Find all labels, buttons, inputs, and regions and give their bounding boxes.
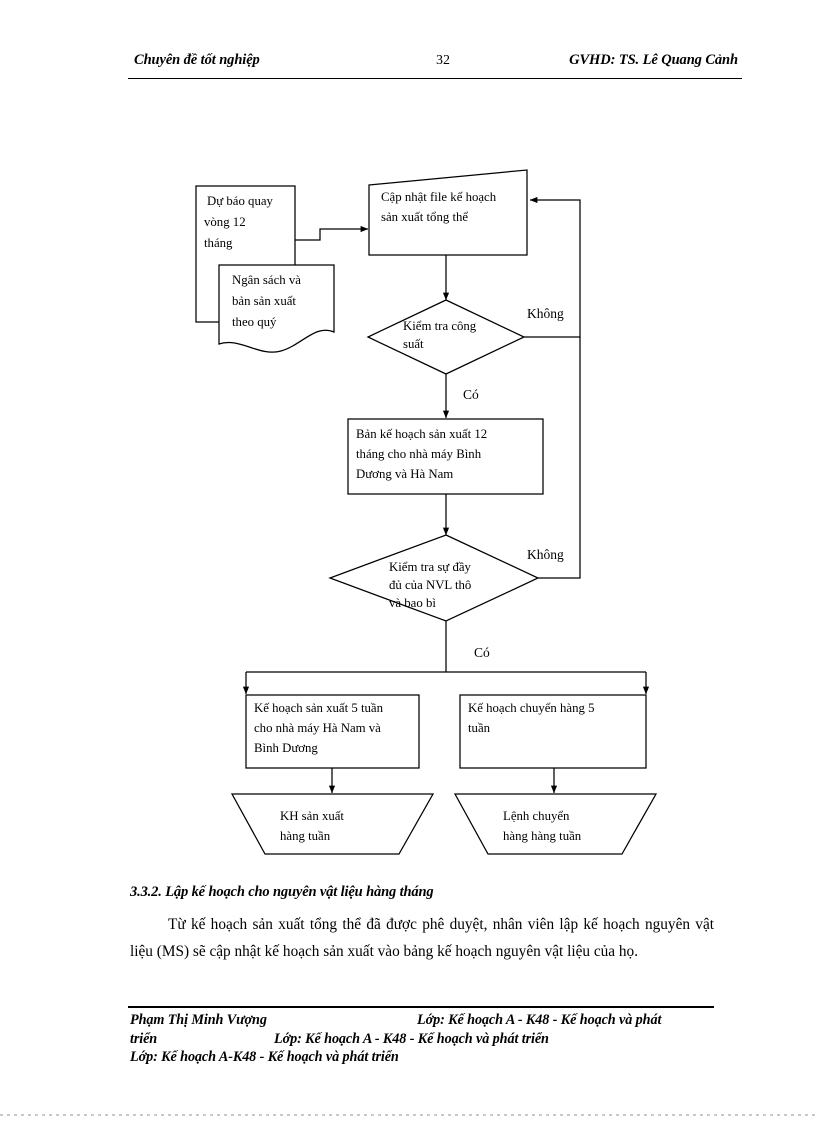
node-capacity-line-0: Kiểm tra công bbox=[403, 319, 477, 333]
node-budget-line-0: Ngân sách và bbox=[232, 273, 301, 287]
node-weekly-production-line-0: KH sản xuất bbox=[280, 809, 344, 823]
node-shipping-plan-shape bbox=[459, 694, 647, 769]
node-update-master-shape bbox=[368, 169, 528, 256]
node-forecast-shape bbox=[195, 185, 296, 323]
edge-forecast-to-update bbox=[295, 225, 369, 241]
header-right-title: GVHD: TS. Lê Quang Cảnh bbox=[569, 52, 738, 68]
header-left-title: Chuyên đề tốt nghiệp bbox=[134, 52, 260, 68]
page-header: Chuyên đề tốt nghiệp 32 GVHD: TS. Lê Qua… bbox=[128, 52, 742, 80]
footer-continuation: triển bbox=[130, 1030, 158, 1047]
edge-capacity-no-loop bbox=[524, 196, 581, 338]
node-plan12-line-0: Bản kế hoạch sản xuất 12 bbox=[356, 427, 487, 441]
node-plan5weeks-line-0: Kế hoạch sản xuất 5 tuần bbox=[254, 701, 384, 715]
node-shipping-plan-line-1: tuần bbox=[468, 721, 491, 735]
header-divider bbox=[128, 78, 742, 79]
node-capacity-line-1: suất bbox=[403, 337, 424, 351]
node-materials-line-2: và bao bì bbox=[389, 596, 436, 610]
node-budget-line-2: theo quý bbox=[232, 315, 277, 329]
node-plan12-line-1: tháng cho nhà máy Bình bbox=[356, 447, 482, 461]
node-budget-line-1: bản sản xuất bbox=[232, 294, 296, 308]
node-weekly-production-line-1: hàng tuần bbox=[280, 829, 331, 843]
node-materials-line-1: đủ của NVL thô bbox=[389, 578, 471, 592]
footer-class-line-2: Lớp: Kế hoạch A - K48 - Kế hoạch và phát… bbox=[274, 1030, 549, 1047]
edge-label-capacity-no: Không bbox=[527, 306, 564, 321]
node-forecast-line-2: tháng bbox=[204, 236, 233, 250]
footer-class-line-1: Lớp: Kế hoạch A - K48 - Kế hoạch và phát bbox=[417, 1012, 662, 1028]
node-plan5weeks-shape bbox=[245, 694, 420, 769]
body-paragraph: Từ kế hoạch sản xuất tổng thể đã được ph… bbox=[130, 916, 714, 960]
node-plan12-shape bbox=[347, 418, 544, 495]
footer-class-line-3: Lớp: Kế hoạch A-K48 - Kế hoạch và phát t… bbox=[130, 1049, 399, 1065]
edge-materials-no-loop bbox=[538, 337, 581, 579]
footer-divider bbox=[128, 1006, 714, 1008]
node-plan12-line-2: Dương và Hà Nam bbox=[356, 467, 453, 481]
footer-row-2: triển Lớp: Kế hoạch A - K48 - Kế hoạch v… bbox=[130, 1030, 730, 1049]
edge-label-materials-no: Không bbox=[527, 547, 564, 562]
node-forecast-line-0: Dự báo quay bbox=[207, 194, 274, 208]
node-shipping-plan-line-0: Kế hoạch chuyển hàng 5 bbox=[468, 701, 595, 715]
scan-edge-artifact bbox=[0, 1114, 816, 1116]
node-plan5weeks-line-1: cho nhà máy Hà Nam và bbox=[254, 721, 381, 735]
node-weekly-shipping-line-1: hàng hàng tuần bbox=[503, 829, 582, 843]
node-forecast-line-1: vòng 12 bbox=[204, 215, 246, 229]
page-footer: Phạm Thị Minh Vượng Lớp: Kế hoạch A - K4… bbox=[130, 1011, 730, 1067]
edge-label-capacity-yes: Có bbox=[463, 387, 479, 402]
node-weekly-shipping-shape bbox=[453, 793, 658, 855]
node-budget-doc-shape bbox=[218, 264, 335, 353]
node-materials-line-0: Kiểm tra sự đầy bbox=[389, 560, 472, 574]
node-plan5weeks-line-2: Bình Dương bbox=[254, 741, 318, 755]
node-check-capacity-shape bbox=[366, 299, 526, 375]
node-weekly-shipping-line-0: Lệnh chuyển bbox=[503, 809, 570, 823]
edge-label-materials-yes: Có bbox=[474, 645, 490, 660]
footer-row-1: Phạm Thị Minh Vượng Lớp: Kế hoạch A - K4… bbox=[130, 1011, 730, 1030]
footer-author: Phạm Thị Minh Vượng bbox=[130, 1012, 267, 1028]
node-update-line-0: Cập nhật file kế hoạch bbox=[381, 190, 497, 204]
node-check-materials-shape bbox=[328, 534, 540, 622]
node-weekly-production-shape bbox=[230, 793, 435, 855]
section-heading: 3.3.2. Lập kế hoạch cho nguyên vật liệu … bbox=[130, 884, 434, 900]
node-update-line-1: sản xuất tổng thể bbox=[381, 210, 468, 224]
header-page-number: 32 bbox=[436, 53, 450, 68]
